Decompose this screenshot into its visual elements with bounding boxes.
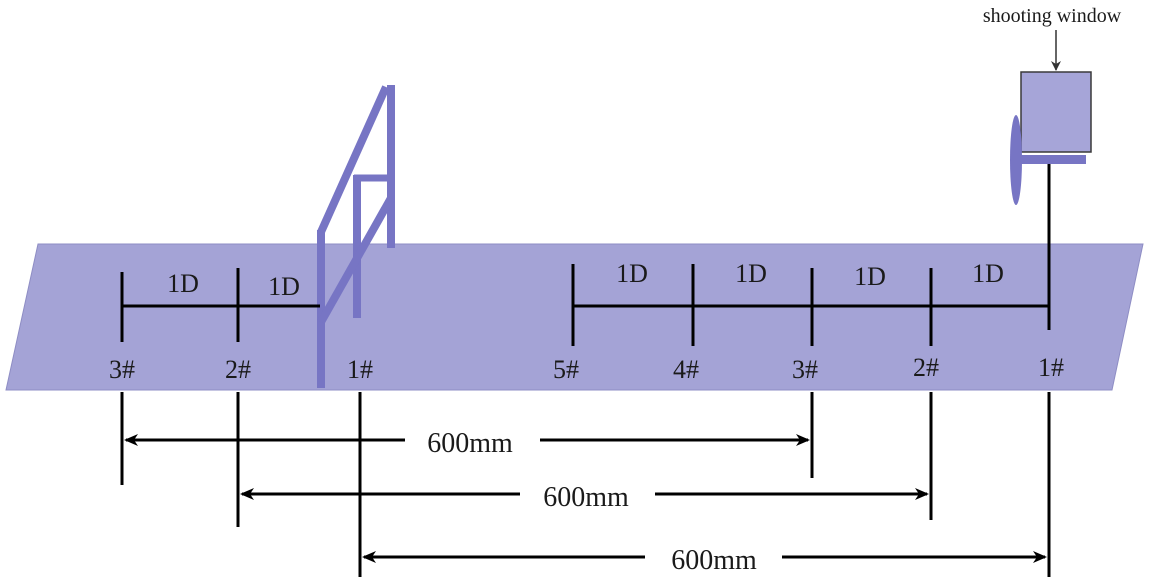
left-segment-label: 1D (167, 269, 199, 298)
dimension-line: 600mm (124, 428, 810, 459)
right-group: 1D 1D 1D 1D 5# 4# 3# 2# 1# (553, 259, 1064, 384)
dimension-label: 600mm (671, 545, 757, 576)
left-position-label: 2# (225, 355, 251, 384)
right-segment-label: 1D (616, 259, 648, 288)
left-position-label: 1# (347, 355, 373, 384)
right-segment-label: 1D (735, 259, 767, 288)
fixture-diagonal-top (317, 85, 390, 234)
camera-arm (1016, 155, 1086, 164)
right-position-label: 5# (553, 355, 579, 384)
shooting-window-caption: shooting window (983, 5, 1122, 27)
dimension-line: 600mm (362, 545, 1047, 576)
right-segment-label: 1D (972, 259, 1004, 288)
camera-assembly: shooting window (983, 5, 1122, 320)
right-position-label: 4# (673, 355, 699, 384)
right-segment-label: 1D (854, 262, 886, 291)
right-position-label: 3# (792, 355, 818, 384)
left-segment-label: 1D (268, 272, 300, 301)
fixture-diagonal-bottom (317, 196, 395, 324)
right-position-label: 2# (913, 353, 939, 382)
dimension-label: 600mm (543, 482, 629, 513)
dimension-label: 600mm (427, 428, 513, 459)
shooting-window-box (1020, 71, 1092, 153)
left-group: 1D 1D 3# 2# 1# (109, 268, 373, 384)
grid-fixture (317, 85, 395, 388)
extension-lines (120, 392, 1051, 577)
dimension-line: 600mm (240, 482, 929, 513)
left-position-label: 3# (109, 355, 135, 384)
right-position-label: 1# (1038, 353, 1064, 382)
